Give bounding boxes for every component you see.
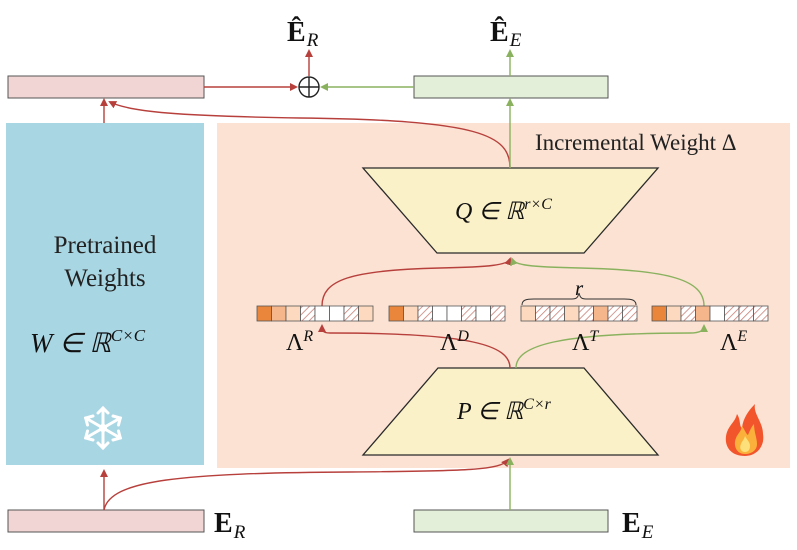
arrow-lambda-r-to-q [321,257,512,307]
lambda-t-label: ΛT [572,328,599,356]
input-bar-e [413,509,609,533]
output-bar-e [413,75,609,99]
lambda-d-cell [475,305,491,322]
lambda-t-cell [622,305,638,322]
lambda-d-cell [403,305,419,322]
lambda-r-cell [329,305,345,322]
output-ee-hat-label: ÊE [490,17,522,51]
lambda-t-cell [549,305,565,322]
lambda-d-cell [490,305,506,322]
snowflake-icon [83,405,123,451]
lambda-e-cell [738,305,754,322]
p-formula: P ∈ ℝC×r [456,396,552,425]
lambda-d-cell [446,305,462,322]
pretrained-line-1: Pretrained [54,232,157,259]
rank-brace [521,292,637,306]
lambda-d-label: ΛD [440,328,469,356]
lambda-r-label: ΛR [286,328,313,356]
lambda-t-cell [564,305,580,322]
lambda-t-cell [520,305,536,322]
lambda-r-cell [343,305,359,322]
lambda-r-cell [285,305,301,322]
lambda-e-cell [695,305,711,322]
lambda-d-cell [461,305,477,322]
arrow-p-to-lambda-r [318,324,511,369]
lambda-d-cell [417,305,433,322]
mask-vectors [256,305,769,322]
arrow-in-r-to-p [103,458,510,511]
q-formula: Q ∈ ℝr×C [455,196,552,225]
lambda-e-cell [709,305,725,322]
incremental-weight-title: Incremental Weight Δ [535,130,737,155]
lambda-d-cell [432,305,448,322]
input-bar-r [7,509,205,533]
lambda-e-cell [651,305,667,322]
lambda-t-cell [578,305,594,322]
lambda-r-cell [256,305,272,322]
lambda-r-cell [271,305,287,322]
lambda-t-cell [535,305,551,322]
rank-label: r [575,276,584,300]
lambda-e-cell [680,305,696,322]
lambda-t-cell [593,305,609,322]
lambda-t-cell [607,305,623,322]
arrow-q-to-out-r [108,101,511,169]
lambda-d-cell [388,305,404,322]
lambda-e-label: ΛE [720,328,747,356]
lambda-r-cell [300,305,316,322]
arrow-lambda-e-to-q [510,257,705,307]
arrow-p-to-lambda-e [515,324,708,369]
output-bar-r [7,75,205,99]
lambda-e-cell [666,305,682,322]
input-er-label: ER [214,508,246,543]
q-matrix-trapezoid [361,167,660,254]
pretrained-line-2: Weights [64,265,145,292]
lambda-r-cell [358,305,374,322]
fire-icon [725,404,764,456]
lambda-e-cell [753,305,769,322]
lambda-r-cell [314,305,330,322]
input-ee-label: EE [622,508,654,543]
output-er-hat-label: ÊR [287,17,319,51]
p-matrix-trapezoid [361,367,660,456]
pretrained-weights-panel [6,123,204,465]
w-formula: W ∈ ℝC×C [30,326,146,358]
lambda-e-cell [724,305,740,322]
